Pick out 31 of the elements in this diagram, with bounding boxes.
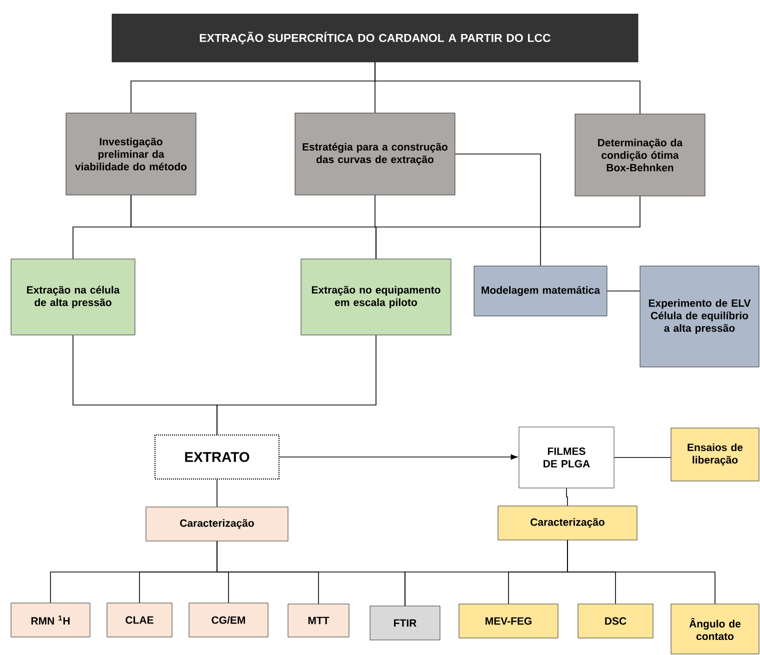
connector bbox=[279, 454, 518, 460]
process-box: Extração na célula de alta pressão bbox=[10, 258, 136, 336]
process-box: Determinação da condição ótima Box-Behnken bbox=[574, 114, 706, 196]
method-box: DSC bbox=[578, 604, 654, 638]
connector bbox=[566, 488, 568, 506]
connector bbox=[374, 62, 640, 114]
method-box: MEV-FEG bbox=[458, 604, 558, 638]
connector bbox=[216, 334, 376, 435]
process-box: Modelagem matemática bbox=[474, 266, 608, 316]
connector bbox=[567, 540, 716, 604]
result-box: EXTRATO bbox=[154, 434, 280, 480]
title-box: EXTRAÇÃO SUPERCRÍTICA DO CARDANOL A PARTIR DO LCC bbox=[112, 14, 638, 62]
connector bbox=[614, 457, 672, 458]
process-box: Extração no equipamento em escala piloto bbox=[300, 258, 452, 336]
category-box: Caracterização bbox=[498, 506, 638, 540]
process-box: Experimento de ELV Célula de equilíbrio a alta pressão bbox=[640, 266, 760, 368]
process-box: Ensaios de liberação bbox=[670, 428, 760, 482]
connector bbox=[454, 154, 541, 266]
category-box: Caracterização bbox=[146, 506, 288, 542]
process-box: Investigação preliminar da viabilidade do método bbox=[66, 112, 196, 196]
method-box: CLAE bbox=[106, 602, 172, 638]
connector bbox=[216, 479, 218, 508]
method-box: MTT bbox=[288, 604, 350, 638]
method-box: RMN $^{1}$H bbox=[10, 602, 90, 638]
process-box: FILMES DE PLGA bbox=[518, 426, 614, 488]
process-box: Estratégia para a construção das curvas de extração bbox=[294, 112, 456, 196]
method-box: Ângulo de contato bbox=[670, 604, 760, 654]
connector bbox=[376, 196, 640, 260]
connector bbox=[606, 290, 640, 292]
method-box: FTIR bbox=[370, 606, 440, 640]
method-box: CG/EM bbox=[188, 602, 268, 638]
